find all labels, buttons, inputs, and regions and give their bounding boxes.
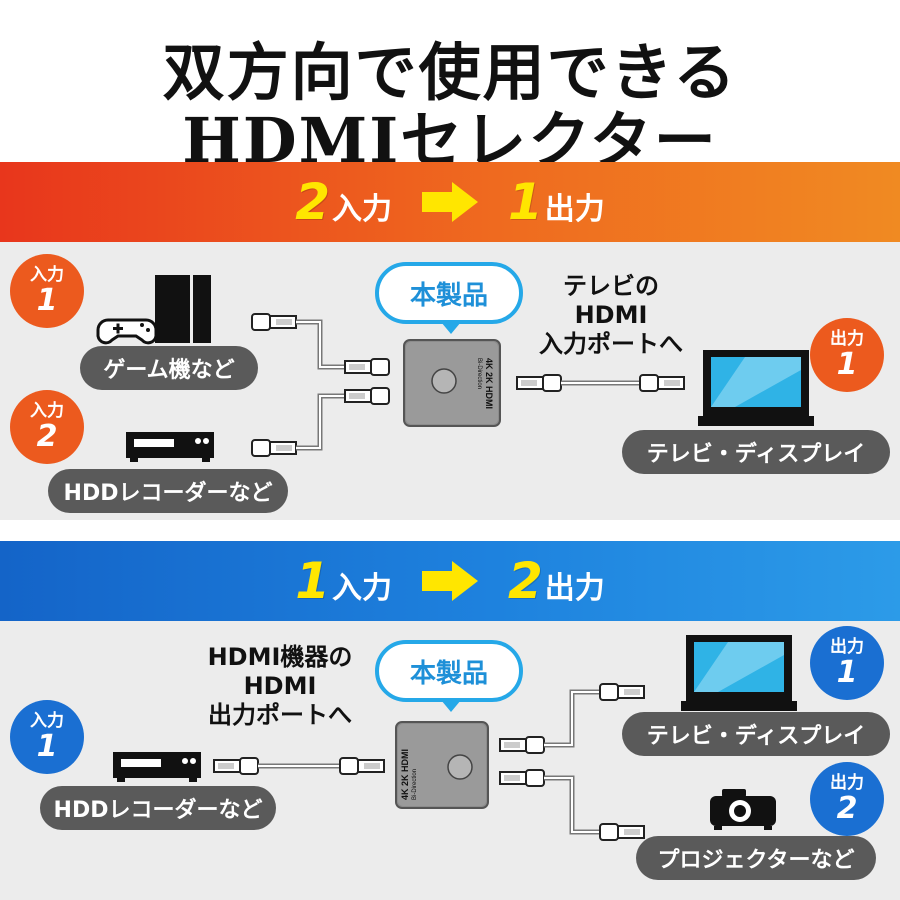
input1-badge: 入力 1 xyxy=(10,700,84,774)
badge-label: 入力 xyxy=(30,400,64,421)
badge-number: 1 xyxy=(836,346,858,382)
note-line: 入力ポートへ xyxy=(539,329,683,358)
banner-output-word: 出力 xyxy=(544,571,605,606)
banner-output-word: 出力 xyxy=(544,192,605,227)
connection-note: HDMI機器の HDMI 出力ポートへ xyxy=(188,643,372,729)
input2-badge: 入力 2 xyxy=(10,390,84,464)
badge-number: 1 xyxy=(36,728,58,764)
page-title-line1: 双方向で使用できる xyxy=(162,36,738,109)
device-label-recorder: HDDレコーダーなど xyxy=(48,469,288,513)
banner-input-word: 入力 xyxy=(332,192,392,227)
device-label-tv: テレビ・ディスプレイ xyxy=(622,712,890,756)
product-callout: 本製品 xyxy=(375,262,523,334)
banner-output-count: 2 xyxy=(508,552,543,610)
note-line: HDMI機器の xyxy=(207,643,353,671)
device-label-recorder: HDDレコーダーなど xyxy=(40,786,276,830)
connection-note: テレビの HDMI 入力ポートへ xyxy=(518,272,704,358)
badge-label: 出力 xyxy=(830,636,864,657)
banner-output-count: 1 xyxy=(508,173,543,231)
badge-label: 出力 xyxy=(830,772,864,793)
badge-number: 2 xyxy=(36,418,58,454)
device-label-tv: テレビ・ディスプレイ xyxy=(622,430,890,474)
note-line: HDMI xyxy=(243,671,317,700)
banner-input-word: 入力 xyxy=(332,571,392,606)
banner-1in-2out: 1 入力 2 出力 xyxy=(0,541,900,621)
banner-input-count: 2 xyxy=(295,173,330,231)
note-line: HDMI xyxy=(574,300,648,329)
device-label-game: ゲーム機など xyxy=(80,346,258,390)
banner-input-count: 1 xyxy=(295,552,330,610)
output1-badge: 出力 1 xyxy=(810,626,884,700)
product-callout: 本製品 xyxy=(375,640,523,712)
banner-2in-1out: 2 入力 1 出力 xyxy=(0,162,900,242)
note-line: 出力ポートへ xyxy=(208,700,352,729)
banner-inputs: 1 入力 xyxy=(295,552,392,610)
arrow-right-icon xyxy=(422,561,478,601)
badge-label: 入力 xyxy=(30,710,64,731)
badge-number: 1 xyxy=(36,282,58,318)
note-line: テレビの xyxy=(563,272,659,300)
banner-inputs: 2 入力 xyxy=(295,173,392,231)
output2-badge: 出力 2 xyxy=(810,762,884,836)
banner-outputs: 1 出力 xyxy=(508,173,605,231)
badge-number: 2 xyxy=(836,790,858,826)
badge-number: 1 xyxy=(836,654,858,690)
arrow-right-icon xyxy=(422,182,478,222)
output1-badge: 出力 1 xyxy=(810,318,884,392)
input1-badge: 入力 1 xyxy=(10,254,84,328)
device-label-projector: プロジェクターなど xyxy=(636,836,876,880)
badge-label: 入力 xyxy=(30,264,64,285)
banner-outputs: 2 出力 xyxy=(508,552,605,610)
badge-label: 出力 xyxy=(830,328,864,349)
